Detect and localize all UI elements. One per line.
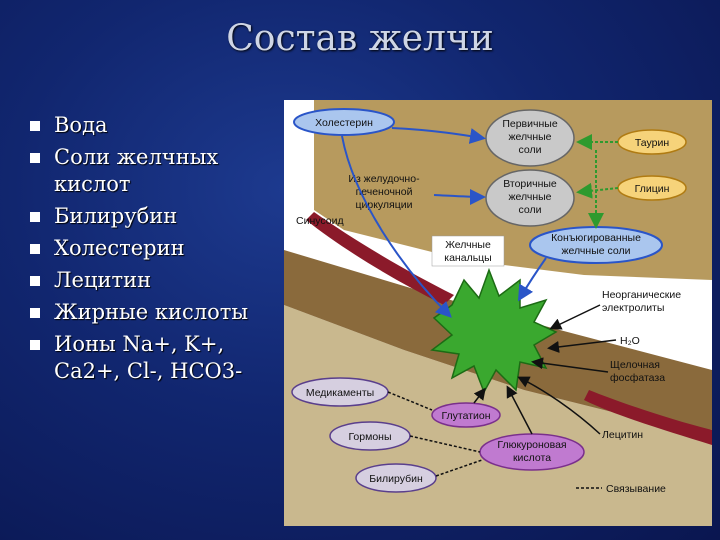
svg-text:желчные: желчные bbox=[508, 191, 551, 203]
square-bullet-icon bbox=[30, 153, 40, 163]
svg-text:канальцы: канальцы bbox=[444, 252, 491, 264]
slide-title: Состав желчи bbox=[226, 18, 494, 59]
svg-text:соли: соли bbox=[519, 204, 542, 216]
list-item: Ионы Na+, K+, Ca2+, Cl-, HCO3- bbox=[30, 331, 290, 385]
svg-text:Билирубин: Билирубин bbox=[369, 473, 423, 485]
list-item: Вода bbox=[30, 112, 290, 139]
list-item: Билирубин bbox=[30, 203, 290, 230]
svg-text:Гормоны: Гормоны bbox=[348, 431, 391, 443]
square-bullet-icon bbox=[30, 276, 40, 286]
svg-text:Первичные: Первичные bbox=[502, 118, 557, 130]
list-item: Лецитин bbox=[30, 267, 290, 294]
svg-text:Глюкуроновая: Глюкуроновая bbox=[497, 439, 566, 451]
cholesterol-node bbox=[293, 108, 395, 136]
cholesterol-to-primary-arrow bbox=[391, 127, 486, 144]
diagram-canvas: Холестерин Первичные желчные соли Таурин… bbox=[284, 100, 712, 526]
svg-text:Синусоид: Синусоид bbox=[296, 215, 344, 227]
svg-text:кислота: кислота bbox=[513, 452, 551, 464]
phosphatase-to-canaliculus-arrow bbox=[531, 357, 609, 373]
glycine-binding-arrow bbox=[576, 182, 619, 199]
svg-text:Холестерин: Холестерин bbox=[315, 117, 373, 129]
water-to-canaliculus-arrow bbox=[547, 339, 617, 353]
sinusoid-vessel-lower bbox=[584, 390, 712, 445]
svg-text:Таурин: Таурин bbox=[635, 137, 670, 149]
square-bullet-icon bbox=[30, 244, 40, 254]
square-bullet-icon bbox=[30, 121, 40, 131]
svg-text:Лецитин: Лецитин bbox=[602, 429, 643, 441]
svg-text:фосфатаза: фосфатаза bbox=[610, 372, 665, 384]
svg-text:Конъюгированные: Конъюгированные bbox=[551, 232, 641, 244]
svg-text:Связывание: Связывание bbox=[606, 483, 666, 495]
bilirubin-binding-link bbox=[435, 459, 483, 477]
lecithin-to-canaliculus-arrow bbox=[517, 376, 601, 435]
glutathione-to-canaliculus-arrow bbox=[473, 387, 486, 404]
svg-text:Желчные: Желчные bbox=[445, 239, 491, 251]
secondary-bile-salts-node bbox=[485, 169, 575, 227]
inorganic-to-canaliculus-arrow bbox=[549, 304, 601, 330]
svg-text:Глицин: Глицин bbox=[635, 183, 670, 195]
glucuronic-to-canaliculus-arrow bbox=[506, 385, 533, 435]
svg-text:Из желудочно-: Из желудочно- bbox=[348, 173, 420, 185]
enterohepatic-to-secondary-arrow bbox=[433, 188, 486, 205]
square-bullet-icon bbox=[30, 340, 40, 350]
canaliculi-label-box bbox=[431, 235, 505, 267]
svg-text:желчные: желчные bbox=[508, 131, 551, 143]
list-item: Холестерин bbox=[30, 235, 290, 262]
bile-canaliculus bbox=[430, 267, 558, 394]
svg-text:Медикаменты: Медикаменты bbox=[306, 387, 374, 399]
cholesterol-to-canaliculus-arrow bbox=[341, 135, 452, 318]
svg-text:Неорганические: Неорганические bbox=[602, 289, 681, 301]
square-bullet-icon bbox=[30, 212, 40, 222]
conjugated-to-canaliculus-arrow bbox=[517, 257, 547, 302]
drugs-binding-link bbox=[387, 391, 433, 411]
svg-text:соли: соли bbox=[519, 144, 542, 156]
list-item: Жирные кислоты bbox=[30, 299, 290, 326]
svg-text:печеночной: печеночной bbox=[356, 186, 413, 198]
svg-text:желчные соли: желчные соли bbox=[562, 245, 631, 257]
svg-text:Вторичные: Вторичные bbox=[503, 178, 557, 190]
hormones-binding-link bbox=[409, 435, 481, 453]
bilirubin-node bbox=[355, 463, 437, 493]
svg-text:H₂O: H₂O bbox=[620, 335, 640, 347]
glutathione-node bbox=[431, 402, 501, 428]
svg-text:Щелочная: Щелочная bbox=[610, 359, 660, 371]
primary-bile-salts-node bbox=[485, 109, 575, 167]
bile-formation-diagram: Холестерин Первичные желчные соли Таурин… bbox=[284, 100, 712, 526]
svg-text:электролиты: электролиты bbox=[602, 302, 664, 314]
list-item: Соли желчных кислот bbox=[30, 144, 290, 198]
sinusoid-vessel bbox=[306, 212, 454, 305]
composition-list: Вода Соли желчных кислот Билирубин Холес… bbox=[30, 112, 290, 390]
svg-text:Глутатион: Глутатион bbox=[441, 410, 490, 422]
square-bullet-icon bbox=[30, 308, 40, 318]
